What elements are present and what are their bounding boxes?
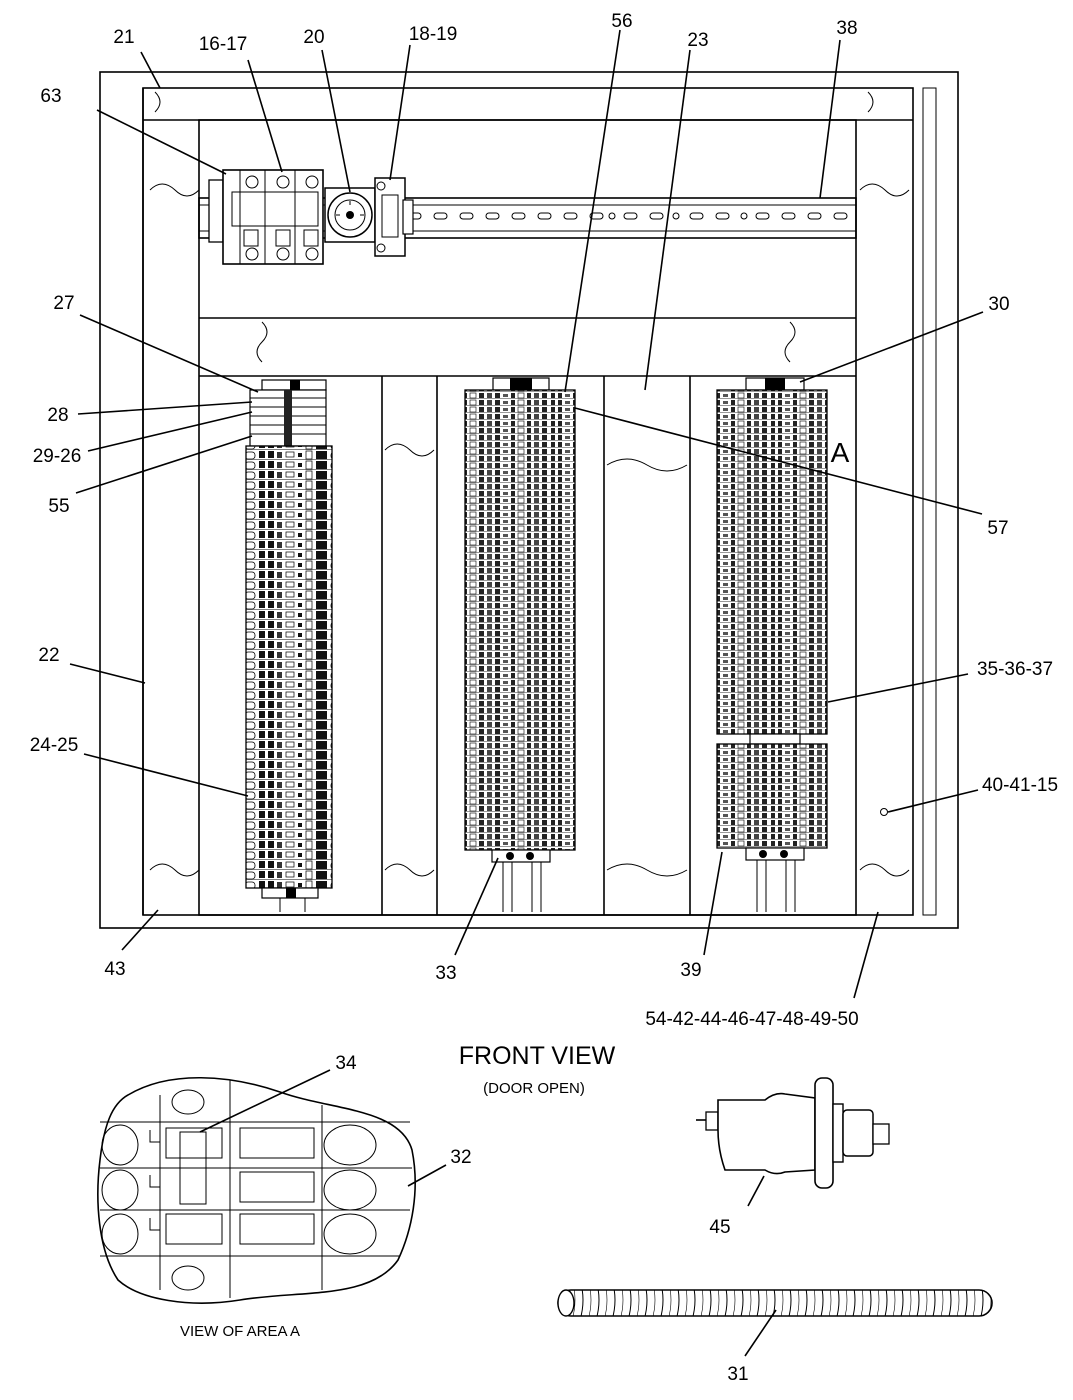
enclosure-outer-frame: [99, 71, 959, 929]
callout-24-25: 24-25: [30, 735, 79, 756]
callout-55: 55: [48, 496, 69, 517]
callout-23: 23: [687, 30, 708, 51]
detail-area-a: [97, 1076, 416, 1304]
callout-29-26: 29-26: [33, 446, 82, 467]
callout-45: 45: [709, 1217, 730, 1238]
callout-30: 30: [988, 294, 1009, 315]
area-marker: A: [831, 437, 850, 468]
callout-33: 33: [435, 963, 456, 984]
callout-20: 20: [303, 27, 324, 48]
callout-34: 34: [335, 1053, 357, 1074]
callout-57: 57: [987, 518, 1008, 539]
spiral-wrap: [557, 1289, 993, 1317]
callout-16-17: 16-17: [199, 34, 248, 55]
callout-40-41-15: 40-41-15: [982, 775, 1058, 796]
terminal-strip-middle: [464, 377, 576, 912]
callout-43: 43: [104, 959, 125, 980]
detail-caption: VIEW OF AREA A: [180, 1323, 300, 1340]
callout-35-36-37: 35-36-37: [977, 659, 1053, 680]
callout-54-42-44-46-47-48-49-50: 54-42-44-46-47-48-49-50: [645, 1009, 858, 1030]
terminal-strip-left: [245, 379, 333, 912]
callout-27: 27: [53, 293, 74, 314]
terminal-strip-right: [716, 377, 828, 912]
callout-39: 39: [680, 960, 701, 981]
timer-relay: [324, 187, 376, 243]
pressure-switch: [696, 1077, 890, 1189]
callout-21: 21: [113, 27, 134, 48]
callout-63: 63: [40, 86, 61, 107]
back-panel: [198, 119, 857, 916]
ground-stud: [880, 808, 888, 816]
figure-title: FRONT VIEW: [459, 1042, 616, 1070]
figure-subtitle: (DOOR OPEN): [483, 1080, 585, 1097]
fuse-holder: [374, 177, 414, 257]
callout-32: 32: [450, 1147, 471, 1168]
circuit-breaker: [208, 169, 324, 265]
callout-18-19: 18-19: [409, 24, 458, 45]
callout-31: 31: [727, 1364, 748, 1385]
callout-28: 28: [47, 405, 68, 426]
callout-56: 56: [611, 11, 632, 32]
callout-38: 38: [836, 18, 857, 39]
callout-22: 22: [38, 645, 59, 666]
callout-labels: 21 16-17 20 18-19 56 23 38 63 27 30 28 2…: [30, 11, 1058, 1385]
